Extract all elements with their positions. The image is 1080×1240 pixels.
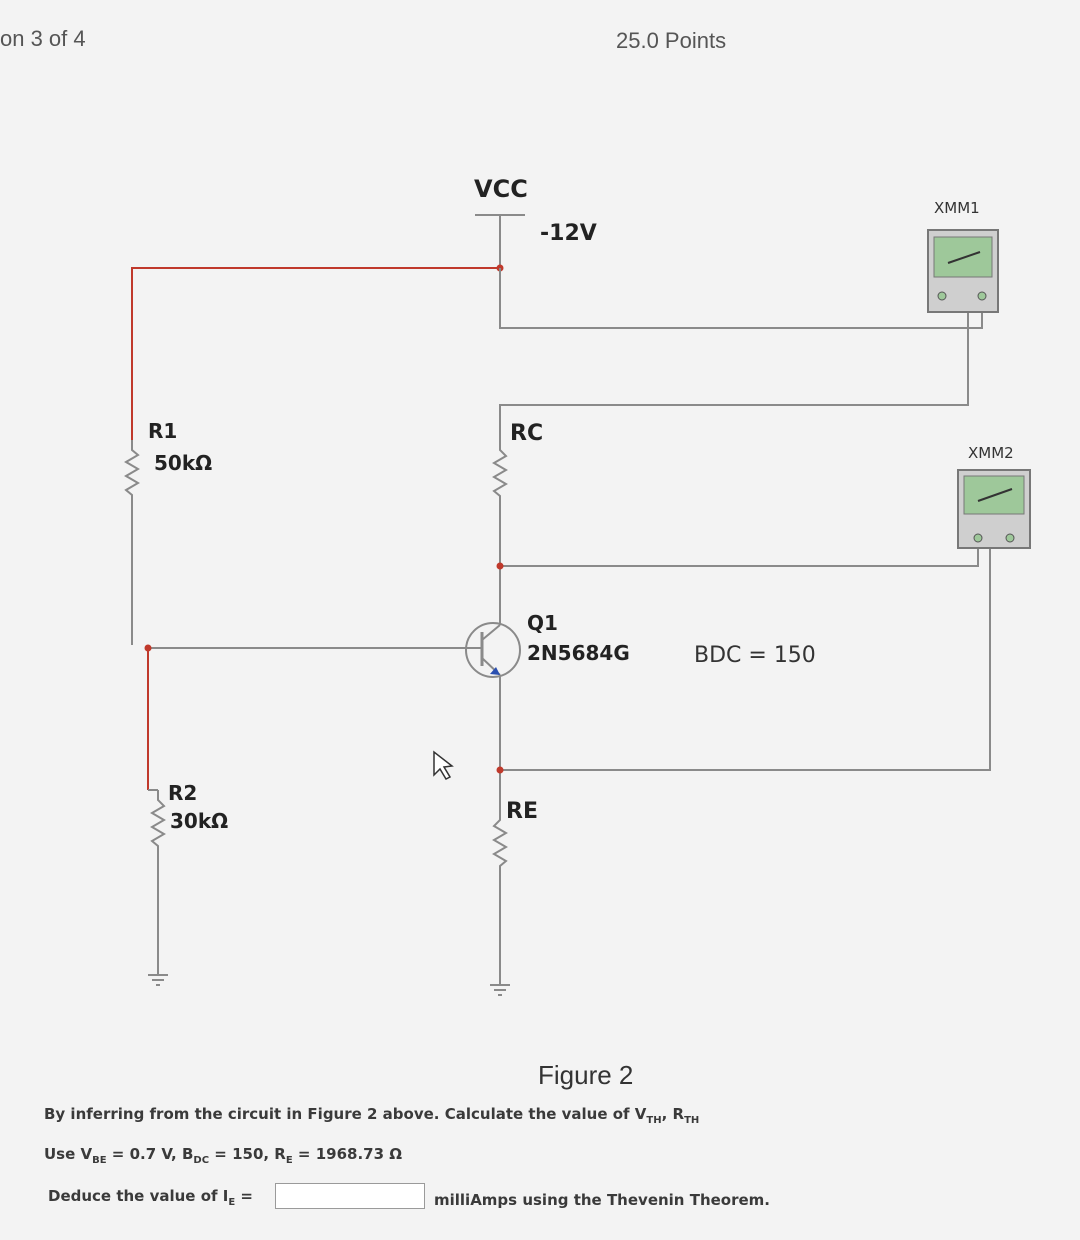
bdc-sub: DC (193, 1155, 210, 1166)
prompt-text: By inferring from the circuit in Figure … (44, 1105, 647, 1123)
r1-resistor (124, 440, 140, 645)
wire-vcc-xmm1 (499, 268, 983, 329)
wire-collector-xmm2 (500, 542, 979, 567)
re-val: = 1968.73 Ω (292, 1145, 403, 1163)
question-prompt: By inferring from the circuit in Figure … (44, 1105, 699, 1126)
figure-caption: Figure 2 (538, 1060, 634, 1090)
q1-name: Q1 (527, 611, 558, 635)
xmm2-multimeter (957, 469, 1031, 549)
re-sub: E (285, 1155, 293, 1166)
q1-transistor (465, 622, 521, 678)
question-counter: on 3 of 4 (0, 26, 86, 51)
cursor-icon (433, 750, 454, 780)
bdc-val: = 150, R (209, 1145, 286, 1163)
ie-sub: E (228, 1197, 236, 1208)
wire-vcc-r1 (131, 267, 500, 440)
xmm1-label: XMM1 (934, 199, 980, 217)
deduce-label: Deduce the value of IE = (48, 1187, 253, 1208)
circuit-diagram: VCC -12V R1 50kΩ R2 30kΩ RC RE Q1 2N5684… (124, 175, 1031, 996)
vbe-sub: BE (92, 1155, 107, 1166)
xmm1-multimeter (927, 229, 999, 313)
given-values: Use VBE = 0.7 V, BDC = 150, RE = 1968.73… (44, 1145, 402, 1166)
rth-sub: TH (684, 1115, 700, 1126)
junction-emitter (496, 766, 504, 774)
junction-base (144, 644, 152, 652)
given-prefix: Use V (44, 1145, 93, 1163)
junction-collector (496, 562, 504, 570)
r2-name: R2 (168, 781, 197, 805)
r2-value: 30kΩ (170, 809, 228, 833)
vbe-val: = 0.7 V, B (106, 1145, 194, 1163)
r2-resistor (150, 790, 166, 975)
q1-part: 2N5684G (527, 641, 630, 665)
r1-name: R1 (148, 419, 177, 443)
answer-suffix: milliAmps using the Thevenin Theorem. (434, 1191, 770, 1209)
wire-xmm1-rc (499, 311, 969, 440)
re-name: RE (506, 799, 538, 824)
rc-resistor (492, 440, 508, 620)
ie-answer-input[interactable] (275, 1183, 425, 1209)
vcc-label: VCC (474, 175, 528, 203)
r1-value: 50kΩ (154, 451, 212, 475)
vth-sub: TH (646, 1115, 662, 1126)
vcc-value: -12V (540, 221, 597, 246)
points-label: 25.0 Points (616, 28, 727, 53)
rc-name: RC (510, 421, 543, 446)
prompt-sep: , R (661, 1105, 685, 1123)
deduce-prefix: Deduce the value of I (48, 1187, 229, 1205)
re-resistor (492, 800, 508, 985)
deduce-eq: = (235, 1187, 253, 1205)
xmm2-label: XMM2 (968, 444, 1014, 462)
q1-emitter-arrow (490, 667, 500, 675)
bdc-label: BDC = 150 (694, 643, 816, 668)
